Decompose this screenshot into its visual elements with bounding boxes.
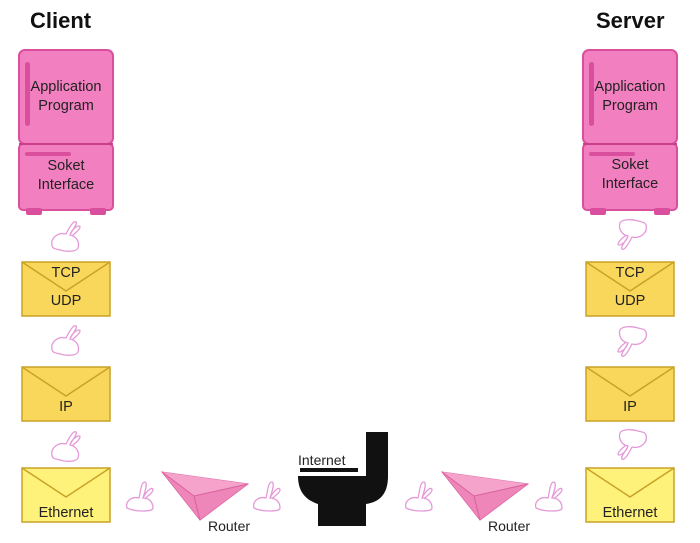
server-stack: Application Program Soket Interface TCP … [560, 0, 700, 543]
server-ethernet-label: Ethernet [602, 505, 658, 521]
envelope-icon [585, 261, 675, 317]
rabbit-icon [252, 481, 281, 512]
client-application-label: Application Program [30, 79, 102, 114]
rabbit-icon [534, 481, 563, 512]
toilet-icon [298, 432, 388, 526]
rabbit-icon [125, 481, 154, 512]
client-stack: Application Program Soket Interface TCP … [0, 0, 140, 543]
envelope-icon [585, 467, 675, 523]
router-right-label: Router [488, 518, 531, 534]
client-tcp-udp-envelope: TCP UDP [21, 261, 111, 317]
client-ip-envelope: IP [21, 366, 111, 422]
envelope-icon [21, 261, 111, 317]
client-ethernet-envelope: Ethernet [21, 467, 111, 523]
client-udp-label: UDP [50, 293, 82, 309]
server-tcp-label: TCP [615, 265, 645, 281]
rabbit-icon [617, 429, 647, 461]
client-socket-label: Soket Interface [37, 158, 95, 193]
rabbit-icon [51, 220, 81, 252]
client-ip-label: IP [59, 399, 73, 415]
server-application-label: Application Program [594, 79, 666, 114]
router-left-label: Router [208, 518, 251, 534]
server-title: Server [596, 8, 665, 33]
rabbit-icon [404, 481, 433, 512]
server-ip-envelope: IP [585, 366, 675, 422]
server-udp-label: UDP [614, 293, 646, 309]
client-title: Client [30, 8, 92, 33]
server-ethernet-envelope: Ethernet [585, 467, 675, 523]
server-fridge: Application Program Soket Interface [580, 48, 680, 218]
paper-plane-icon [160, 471, 250, 521]
fridge-icon [18, 49, 114, 215]
client-fridge: Application Program Soket Interface [16, 48, 116, 218]
server-tcp-udp-envelope: TCP UDP [585, 261, 675, 317]
fridge-icon [582, 49, 678, 215]
client-tcp-label: TCP [51, 265, 81, 281]
envelope-icon [21, 467, 111, 523]
rabbit-icon [617, 219, 647, 251]
rabbit-icon [51, 324, 81, 356]
server-socket-label: Soket Interface [601, 157, 659, 192]
client-ethernet-label: Ethernet [38, 505, 94, 521]
server-ip-label: IP [623, 399, 637, 415]
envelope-icon [21, 366, 111, 422]
paper-plane-icon [440, 471, 530, 521]
internet-label: Internet [298, 452, 346, 468]
rabbit-icon [617, 326, 647, 358]
rabbit-icon [51, 430, 81, 462]
envelope-icon [585, 366, 675, 422]
